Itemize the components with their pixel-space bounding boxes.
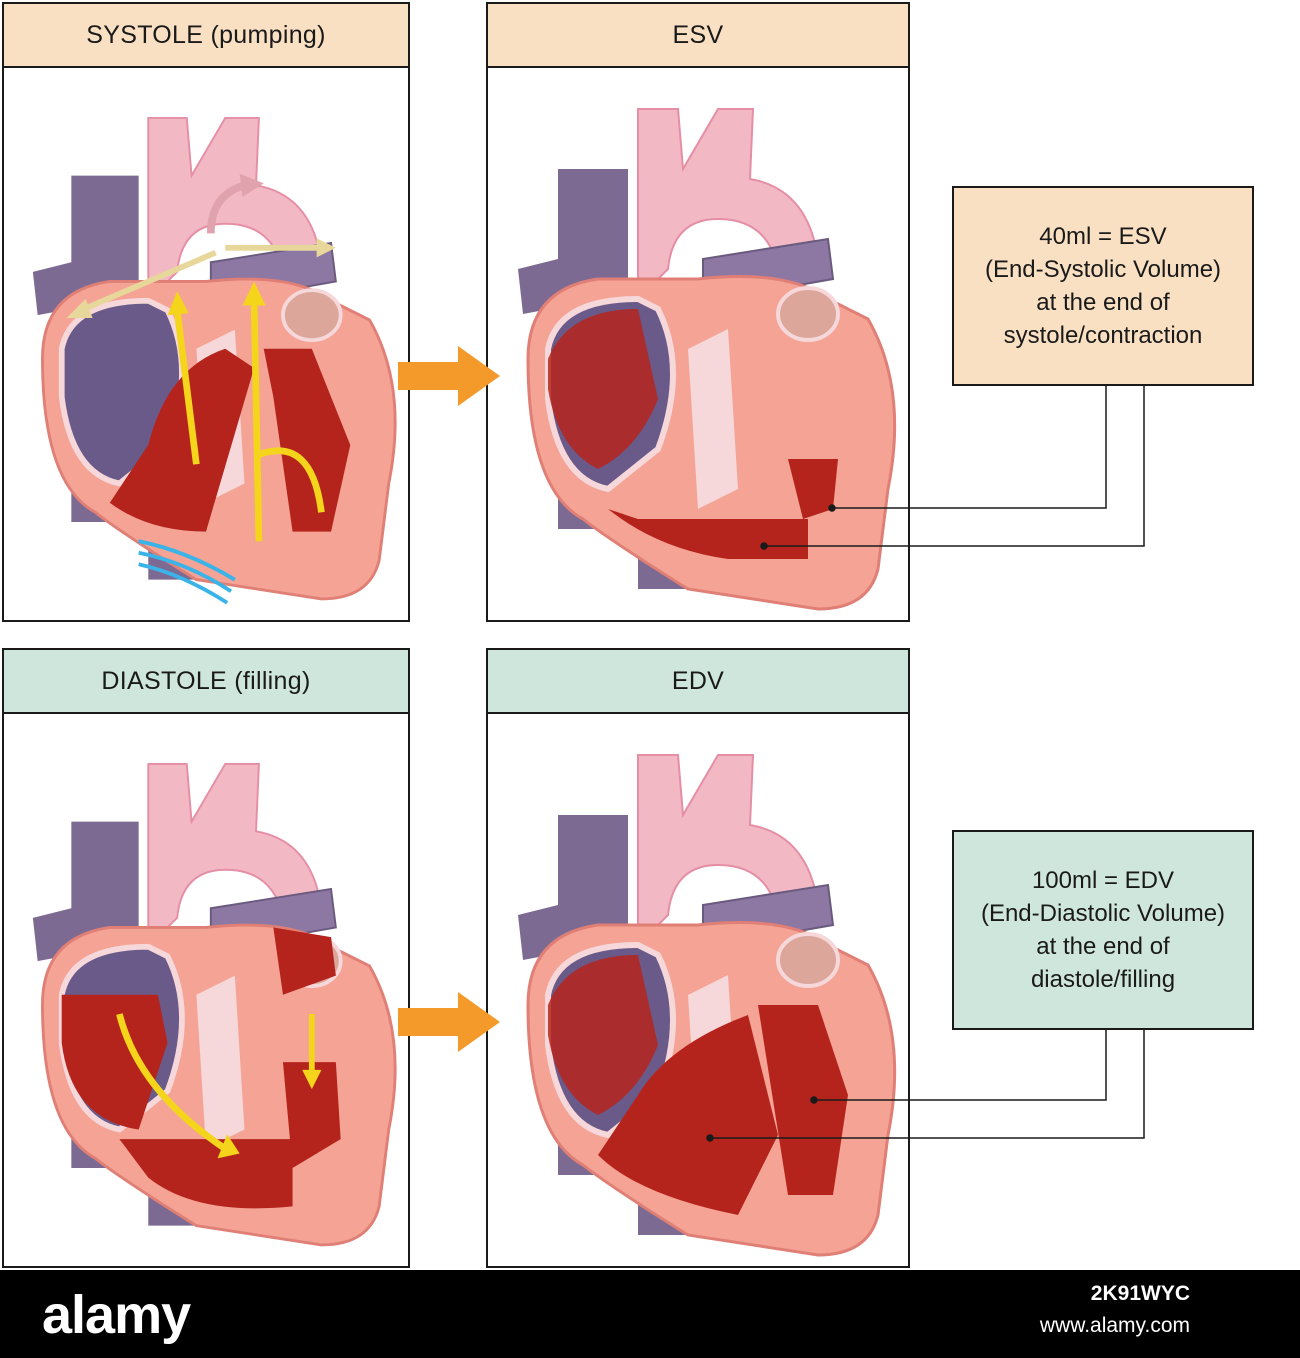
edv-callout-line-3: at the end of — [1036, 933, 1170, 960]
esv-callout-line-1: 40ml = ESV — [1039, 223, 1167, 250]
diastole-title: DIASTOLE (filling) — [4, 650, 408, 714]
edv-callout-line-4: diastole/filling — [1030, 966, 1176, 993]
edv-heart-illustration — [488, 714, 908, 1266]
edv-callout-line-2: (End-Diastolic Volume) — [980, 900, 1226, 927]
esv-callout-line-2: (End-Systolic Volume) — [984, 256, 1222, 283]
esv-panel: ESV — [486, 2, 910, 622]
edv-callout-line-1: 100ml = EDV — [1031, 867, 1175, 894]
systole-title: SYSTOLE (pumping) — [4, 4, 408, 68]
systole-panel: SYSTOLE (pumping) — [2, 2, 410, 622]
systole-heart-illustration — [4, 68, 408, 605]
esv-callout-line-3: at the end of — [1036, 289, 1170, 316]
diastole-panel: DIASTOLE (filling) — [2, 648, 410, 1268]
esv-callout: 40ml = ESV (End-Systolic Volume) at the … — [952, 186, 1254, 386]
esv-callout-line-4: systole/contraction — [1003, 322, 1203, 349]
edv-panel: EDV — [486, 648, 910, 1268]
site-url: www.alamy.com — [1039, 1314, 1190, 1337]
edv-callout: 100ml = EDV (End-Diastolic Volume) at th… — [952, 830, 1254, 1030]
diastole-heart-illustration — [4, 714, 408, 1266]
systole-to-esv-arrow — [398, 346, 500, 406]
esv-heart-illustration — [488, 68, 908, 620]
edv-title: EDV — [488, 650, 908, 714]
esv-title: ESV — [488, 4, 908, 68]
watermark-footer: alamy 2K91WYC www.alamy.com — [0, 1270, 1300, 1358]
diastole-to-edv-arrow — [398, 992, 500, 1052]
image-id: 2K91WYC — [1090, 1282, 1190, 1305]
alamy-logo: alamy — [42, 1285, 191, 1345]
